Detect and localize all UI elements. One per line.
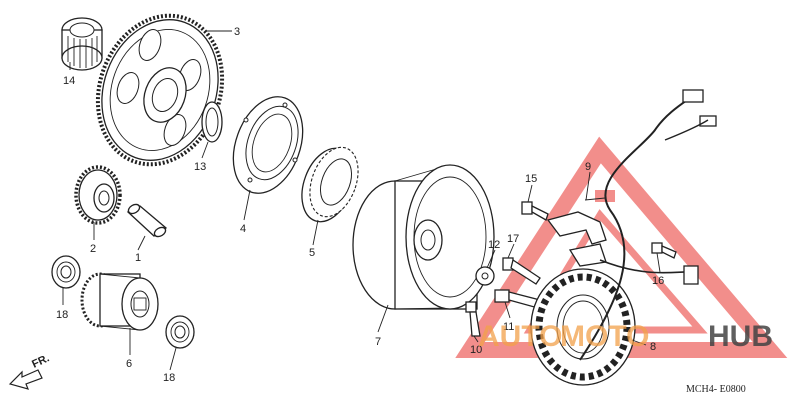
starter-driven-gear-3 (95, 13, 225, 167)
callout-4: 4 (240, 223, 246, 235)
callout-15: 15 (525, 173, 537, 185)
callout-2: 2 (90, 243, 96, 255)
callout-8: 8 (650, 341, 656, 353)
callout-16: 16 (652, 275, 664, 287)
reduction-gear-2 (74, 165, 122, 225)
callout-18-upper: 18 (56, 309, 68, 321)
callouts: 14 3 13 4 5 2 1 18 6 18 7 15 9 12 17 16 … (56, 26, 664, 384)
watermark-text-b: MOTO (560, 320, 649, 353)
callout-3: 3 (234, 26, 240, 38)
bolt-10 (465, 301, 481, 337)
wire-harness (579, 89, 717, 361)
callout-1: 1 (135, 252, 141, 264)
sprag-clutch-5 (301, 146, 359, 223)
needle-bearing-14 (61, 17, 103, 71)
front-direction-arrow: FR. (8, 352, 51, 390)
leader-lines (62, 30, 661, 371)
figure-code: MCH4- E0800 (686, 384, 746, 395)
flywheel-rotor-7 (352, 164, 495, 310)
callout-9: 9 (585, 161, 591, 173)
callout-13: 13 (194, 161, 206, 173)
gear-shaft-1 (126, 203, 168, 238)
one-way-clutch-outer-4 (232, 96, 304, 194)
stator-coil-8 (530, 268, 636, 386)
bolt-15 (521, 201, 549, 221)
watermark-text-a: AUTO (478, 320, 562, 353)
callout-12: 12 (488, 239, 500, 251)
clutch-assembly-6 (80, 272, 159, 331)
watermark-text-c: HUB (708, 320, 773, 353)
callout-10: 10 (470, 344, 482, 356)
washer-13 (201, 101, 223, 143)
callout-5: 5 (309, 247, 315, 259)
ball-bearing-18-upper (51, 255, 81, 289)
callout-11: 11 (503, 321, 514, 333)
wire-bracket-9 (546, 197, 607, 267)
watermark-text: AUTO MOTO HUB (478, 320, 773, 353)
callout-14: 14 (63, 75, 75, 87)
ball-bearing-18-lower (165, 315, 195, 349)
callout-6: 6 (126, 358, 132, 370)
direction-label: FR. (30, 352, 51, 370)
callout-18-lower: 18 (163, 372, 175, 384)
washer-12 (475, 266, 495, 286)
callout-7: 7 (375, 336, 381, 348)
callout-17: 17 (507, 233, 519, 245)
